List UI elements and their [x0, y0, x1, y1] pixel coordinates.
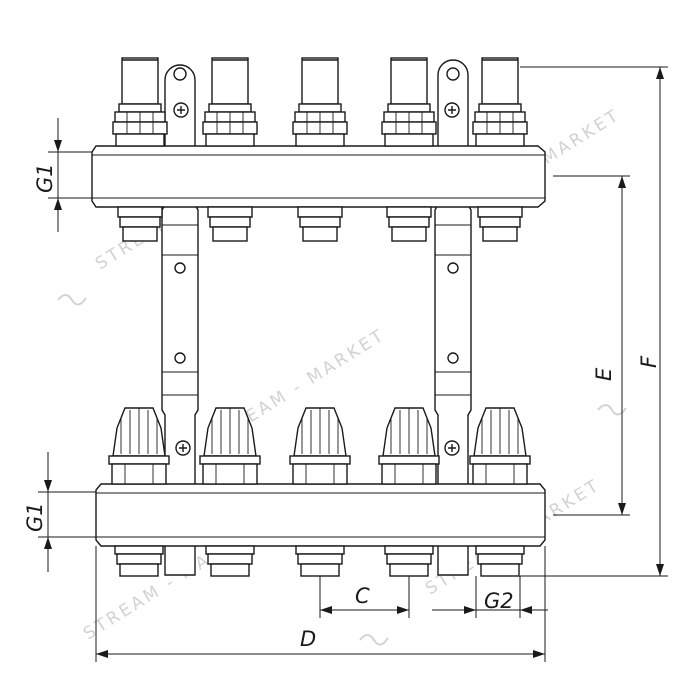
valve-knob	[199, 407, 261, 577]
dimension-label-g1-top: G1	[33, 163, 57, 193]
dimension-f: F	[520, 66, 668, 577]
top-flowmeter	[472, 57, 528, 242]
top-flowmeter	[202, 57, 258, 242]
dimension-label-f: F	[637, 355, 661, 368]
dimension-g1-top: G1	[33, 118, 92, 232]
bottom-manifold-bar	[95, 483, 546, 547]
valve-knob	[108, 407, 170, 577]
dimension-label-c: C	[355, 584, 370, 608]
valve-knob	[469, 407, 531, 577]
dimension-label-g1-bottom: G1	[23, 502, 47, 532]
watermark-swoosh-3	[359, 634, 389, 646]
top-flowmeter	[381, 57, 437, 242]
bottom-valve-row	[108, 407, 531, 577]
dimension-g1-bottom: G1	[23, 452, 96, 572]
top-flowmeter	[112, 57, 168, 242]
dimension-c: C	[319, 576, 410, 618]
dimension-label-g2: G2	[484, 589, 514, 613]
watermark-swoosh-1	[57, 294, 87, 306]
valve-knob	[289, 407, 351, 577]
top-flowmeter	[292, 57, 348, 242]
dimension-label-e: E	[592, 367, 616, 381]
top-flowmeter-row	[112, 57, 528, 242]
dimension-label-d: D	[300, 627, 316, 651]
dimension-g2: G2	[432, 576, 548, 618]
dimension-d: D	[95, 546, 546, 662]
top-manifold-bar	[91, 145, 546, 208]
valve-knob	[378, 407, 440, 577]
dimension-e: E	[553, 175, 630, 516]
